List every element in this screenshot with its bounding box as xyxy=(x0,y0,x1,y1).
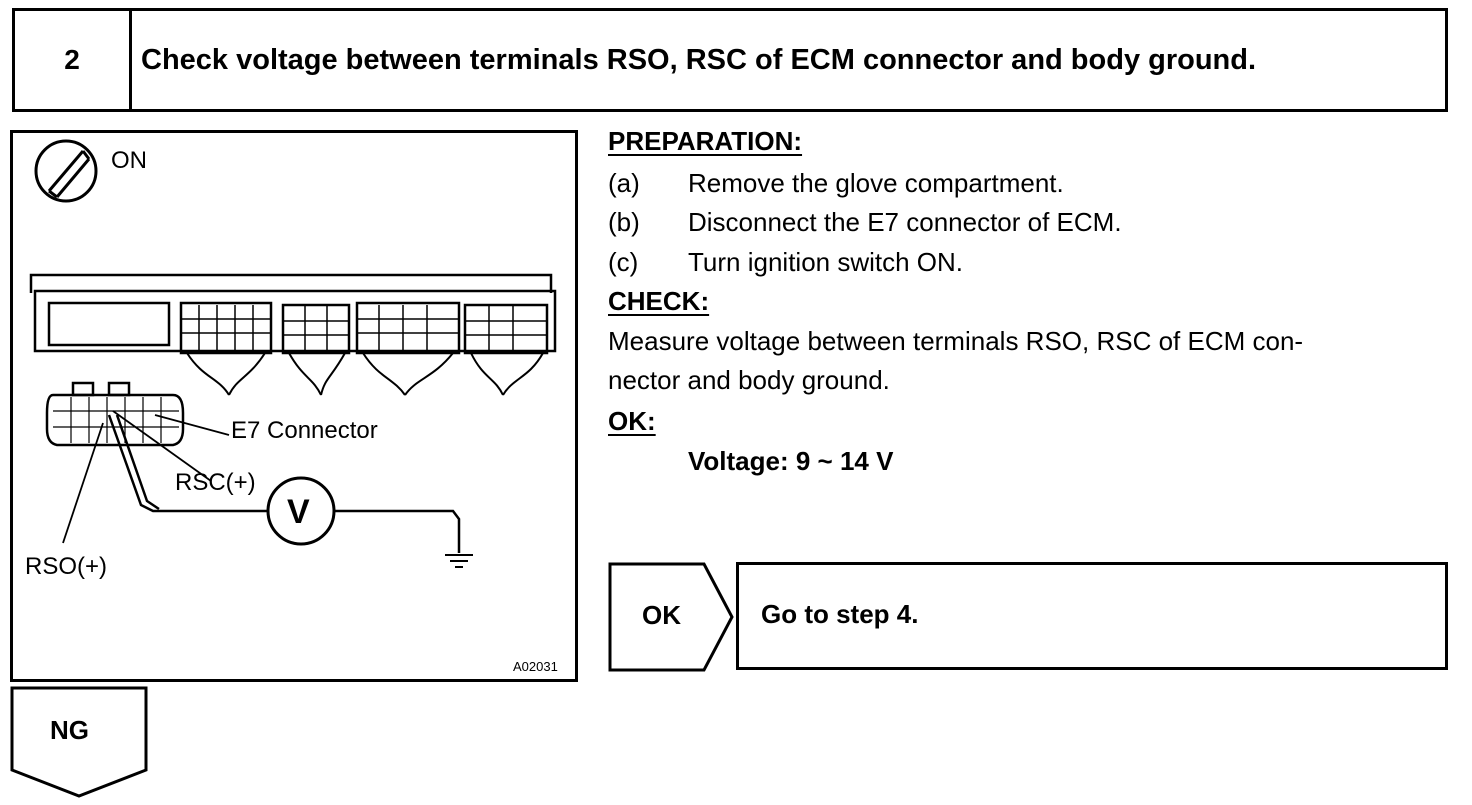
prep-item-b-letter: (b) xyxy=(608,207,640,237)
prep-item-c-letter: (c) xyxy=(608,247,639,277)
ignition-switch-icon xyxy=(34,139,98,203)
preparation-heading: PREPARATION: xyxy=(608,126,803,156)
ignition-on-label: ON xyxy=(111,147,147,174)
ok-arrow-shape xyxy=(608,562,734,672)
step-title: Check voltage between terminals RSO, RSC… xyxy=(141,43,1257,76)
rso-terminal-label: RSO(+) xyxy=(25,553,108,580)
wiring-diagram: ON E7 Connector RSC(+) RSO(+) V A02031 xyxy=(10,130,578,682)
step-number: 2 xyxy=(15,11,132,109)
figure-code: A02031 xyxy=(513,659,558,674)
ground-symbol-icon xyxy=(445,554,473,568)
prep-item-c-text: Turn ignition switch ON. xyxy=(688,247,964,277)
step-header: 2 Check voltage between terminals RSO, R… xyxy=(12,8,1448,112)
ok-action-box: Go to step 4. xyxy=(736,562,1448,670)
prep-item-a-text: Remove the glove compartment. xyxy=(688,168,1064,198)
diagram-illustration xyxy=(29,139,557,568)
check-text-line1: Measure voltage between terminals RSO, R… xyxy=(608,326,1304,356)
check-text-line2: nector and body ground. xyxy=(608,365,890,395)
ok-heading: OK: xyxy=(608,406,656,436)
prep-item-b-text: Disconnect the E7 connector of ECM. xyxy=(688,207,1122,237)
e7-connector-drawing xyxy=(45,381,185,447)
ng-result-label: NG xyxy=(50,715,89,745)
ng-arrow-shape xyxy=(10,686,148,798)
rsc-terminal-label: RSC(+) xyxy=(175,469,256,496)
ng-result-arrow xyxy=(10,686,150,805)
voltage-spec: Voltage: 9 ~ 14 V xyxy=(688,446,894,476)
ecm-unit xyxy=(29,273,557,355)
check-heading: CHECK: xyxy=(608,286,710,316)
ok-result-label: OK xyxy=(642,600,681,630)
ok-result-arrow xyxy=(608,562,734,677)
ok-action-text: Go to step 4. xyxy=(761,599,919,629)
prep-item-a-letter: (a) xyxy=(608,168,640,198)
e7-connector-label: E7 Connector xyxy=(231,417,378,444)
voltmeter-symbol: V xyxy=(287,493,310,531)
voltmeter-icon xyxy=(266,476,336,546)
